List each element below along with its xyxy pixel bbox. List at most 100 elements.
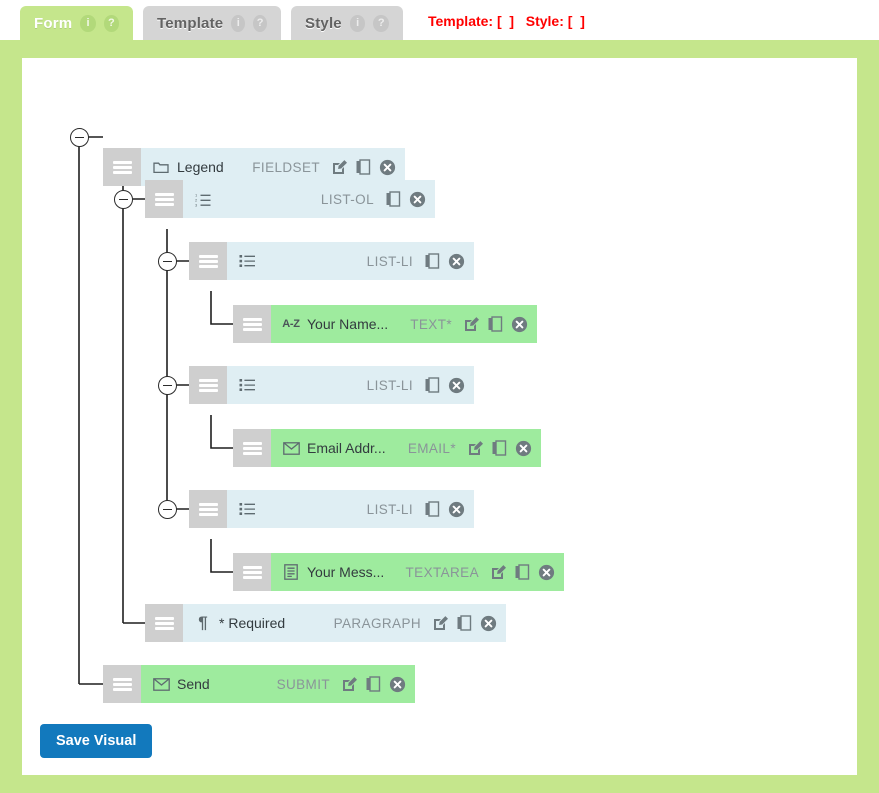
node-type: LIST-LI	[366, 501, 413, 517]
node-actions	[331, 159, 396, 176]
delete-icon[interactable]	[448, 253, 465, 270]
delete-icon[interactable]	[409, 191, 426, 208]
envelope-icon	[151, 674, 171, 694]
drag-handle-icon[interactable]	[189, 490, 227, 528]
edit-icon[interactable]	[432, 615, 449, 632]
node-label: Send	[177, 676, 210, 692]
save-visual-button[interactable]: Save Visual	[40, 724, 153, 758]
copy-icon[interactable]	[487, 316, 504, 333]
node-type: LIST-LI	[366, 253, 413, 269]
svg-text:3: 3	[195, 202, 198, 207]
tab-form[interactable]: Form i ?	[20, 6, 133, 40]
pilcrow-icon: ¶	[198, 613, 208, 632]
copy-icon[interactable]	[355, 159, 372, 176]
node-body: Your Mess... TEXTAREA	[271, 553, 564, 591]
node-label: Your Name...	[307, 316, 389, 332]
copy-icon[interactable]	[456, 615, 473, 632]
tree-node-text-field[interactable]: A-Z Your Name... TEXT*	[233, 305, 537, 343]
copy-icon[interactable]	[424, 501, 441, 518]
copy-icon[interactable]	[365, 676, 382, 693]
delete-icon[interactable]	[448, 377, 465, 394]
edit-icon[interactable]	[341, 676, 358, 693]
collapse-toggle-list-ol[interactable]	[114, 190, 133, 209]
edit-icon[interactable]	[463, 316, 480, 333]
tree-node-paragraph[interactable]: ¶ * Required PARAGRAPH	[145, 604, 506, 642]
node-body: LIST-LI	[227, 490, 474, 528]
node-body: Email Addr... EMAIL*	[271, 429, 541, 467]
delete-icon[interactable]	[389, 676, 406, 693]
node-label: * Required	[219, 615, 286, 631]
node-actions	[432, 615, 497, 632]
delete-icon[interactable]	[515, 440, 532, 457]
drag-handle-icon[interactable]	[189, 242, 227, 280]
copy-icon[interactable]	[491, 440, 508, 457]
tab-style-help-icon[interactable]: ?	[373, 14, 389, 32]
node-type: FIELDSET	[252, 159, 320, 175]
drag-handle-icon[interactable]	[233, 553, 271, 591]
tab-form-label: Form	[34, 14, 73, 32]
node-actions	[490, 564, 555, 581]
drag-handle-icon[interactable]	[189, 366, 227, 404]
svg-text:1: 1	[195, 192, 198, 197]
edit-icon[interactable]	[467, 440, 484, 457]
delete-icon[interactable]	[480, 615, 497, 632]
drag-handle-icon[interactable]	[103, 665, 141, 703]
az-icon: A-Z	[282, 318, 300, 330]
tab-form-help-icon[interactable]: ?	[103, 14, 119, 32]
collapse-toggle-list-li-3[interactable]	[158, 500, 177, 519]
copy-icon[interactable]	[385, 191, 402, 208]
tree-node-textarea-field[interactable]: Your Mess... TEXTAREA	[233, 553, 564, 591]
drag-handle-icon[interactable]	[233, 305, 271, 343]
edit-icon[interactable]	[331, 159, 348, 176]
tab-form-info-icon[interactable]: i	[80, 14, 96, 32]
edit-icon[interactable]	[490, 564, 507, 581]
envelope-icon	[281, 438, 301, 458]
drag-handle-icon[interactable]	[103, 148, 141, 186]
node-type: PARAGRAPH	[333, 615, 421, 631]
tree-node-list-li-2[interactable]: LIST-LI	[189, 366, 474, 404]
tree-node-fieldset[interactable]: Legend FIELDSET	[103, 148, 405, 186]
drag-handle-icon[interactable]	[233, 429, 271, 467]
delete-icon[interactable]	[379, 159, 396, 176]
node-type: SUBMIT	[276, 676, 330, 692]
node-label: Your Mess...	[307, 564, 385, 580]
node-type: EMAIL*	[407, 440, 456, 456]
copy-icon[interactable]	[514, 564, 531, 581]
copy-icon[interactable]	[424, 377, 441, 394]
tree-node-list-li-3[interactable]: LIST-LI	[189, 490, 474, 528]
tree-node-list-li-1[interactable]: LIST-LI	[189, 242, 474, 280]
node-body: A-Z Your Name... TEXT*	[271, 305, 537, 343]
tab-style-label: Style	[305, 14, 342, 32]
drag-handle-icon[interactable]	[145, 180, 183, 218]
node-body: ¶ * Required PARAGRAPH	[183, 604, 506, 642]
tab-template[interactable]: Template i ?	[143, 6, 281, 40]
tab-style[interactable]: Style i ?	[291, 6, 403, 40]
drag-handle-icon[interactable]	[145, 604, 183, 642]
collapse-toggle-list-li-1[interactable]	[158, 252, 177, 271]
tree-node-submit[interactable]: Send SUBMIT	[103, 665, 415, 703]
node-type: LIST-LI	[366, 377, 413, 393]
tab-template-help-icon[interactable]: ?	[253, 14, 267, 32]
tab-template-label: Template	[157, 14, 224, 32]
tab-template-info-icon[interactable]: i	[231, 14, 246, 32]
tree-node-email-field[interactable]: Email Addr... EMAIL*	[233, 429, 541, 467]
collapse-toggle-fieldset[interactable]	[70, 128, 89, 147]
copy-icon[interactable]	[424, 253, 441, 270]
node-body: Legend FIELDSET	[141, 148, 405, 186]
collapse-toggle-list-li-2[interactable]	[158, 376, 177, 395]
delete-icon[interactable]	[448, 501, 465, 518]
delete-icon[interactable]	[538, 564, 555, 581]
delete-icon[interactable]	[511, 316, 528, 333]
node-actions	[463, 316, 528, 333]
tab-style-info-icon[interactable]: i	[349, 14, 366, 32]
node-type: LIST-OL	[320, 191, 374, 207]
node-actions	[385, 191, 426, 208]
node-label: Email Addr...	[307, 440, 386, 456]
node-body: LIST-LI	[227, 242, 474, 280]
